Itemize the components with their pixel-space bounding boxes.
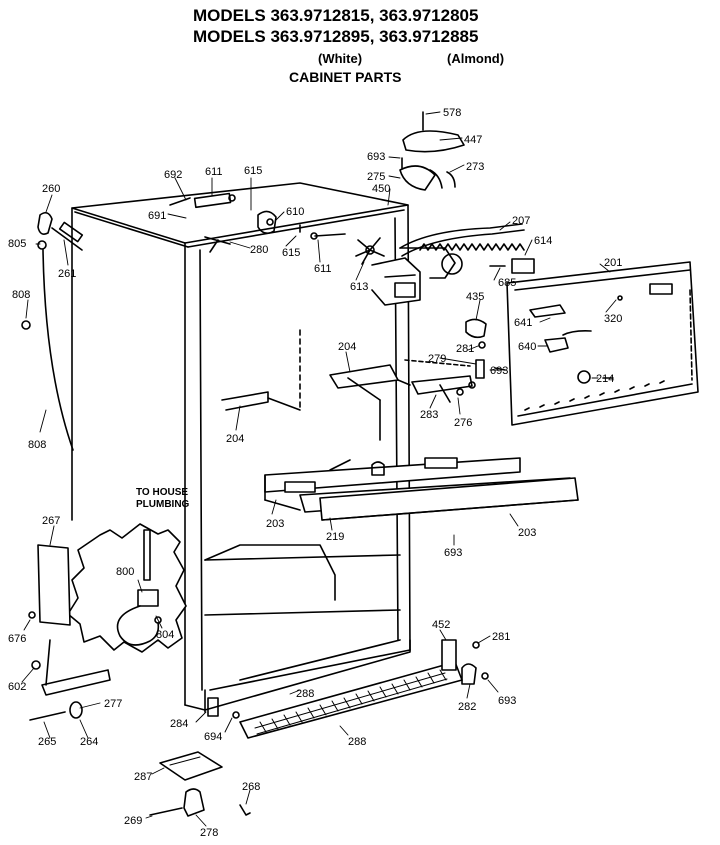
part-label: 800 <box>116 566 134 578</box>
part-label: 281 <box>456 343 474 355</box>
diagram-title: CABINET PARTS <box>289 69 402 85</box>
part-label: 280 <box>250 244 268 256</box>
part-label: 260 <box>42 183 60 195</box>
part-label: 279 <box>428 353 446 365</box>
part-label: 214 <box>596 373 614 385</box>
color-almond: (Almond) <box>447 51 505 66</box>
part-label: 640 <box>518 341 536 353</box>
part-label: 277 <box>104 698 122 710</box>
part-label: 273 <box>466 161 484 173</box>
house-plumbing-note: TO HOUSE <box>136 487 188 498</box>
right-leg-bracket <box>207 639 489 719</box>
part-label: 693 <box>498 695 516 707</box>
part-label: 808 <box>12 289 30 301</box>
house-plumbing-note: PLUMBING <box>136 499 190 510</box>
left-door-hinge <box>21 211 84 451</box>
models-line-1: MODELS 363.9712815, 363.9712805 <box>193 6 479 25</box>
part-label: 203 <box>518 527 536 539</box>
part-label: 693 <box>490 365 508 377</box>
part-label: 204 <box>338 341 356 353</box>
part-label: 261 <box>58 268 76 280</box>
part-label: 685 <box>498 277 516 289</box>
part-labels: 578 447 693 273 275 450 692 611 615 691 … <box>8 107 622 839</box>
part-label: 614 <box>534 235 552 247</box>
part-label: 288 <box>296 688 314 700</box>
part-label: 276 <box>454 417 472 429</box>
part-label: 805 <box>8 238 26 250</box>
part-label: 452 <box>432 619 450 631</box>
part-label: 203 <box>266 518 284 530</box>
fan-blade <box>355 237 385 265</box>
diagram-header: MODELS 363.9712815, 363.9712805 MODELS 3… <box>0 0 720 95</box>
part-label: 450 <box>372 183 390 195</box>
part-label: 694 <box>204 731 222 743</box>
part-label: 201 <box>604 257 622 269</box>
part-label: 288 <box>348 736 366 748</box>
crisper-frame <box>264 457 579 521</box>
part-label: 808 <box>28 439 46 451</box>
part-label: 267 <box>42 515 60 527</box>
part-label: 447 <box>464 134 482 146</box>
side-panel-267 <box>37 544 71 626</box>
part-label: 610 <box>286 206 304 218</box>
part-label: 613 <box>350 281 368 293</box>
part-label: 611 <box>314 263 332 275</box>
part-label: 676 <box>8 633 26 645</box>
part-label: 287 <box>134 771 152 783</box>
part-label: 693 <box>444 547 462 559</box>
rear-panel <box>506 261 699 426</box>
part-label: 804 <box>156 629 174 641</box>
bottom-small-parts <box>149 751 251 817</box>
part-label: 692 <box>164 169 182 181</box>
part-label: 320 <box>604 313 622 325</box>
part-label: 693 <box>367 151 385 163</box>
part-label: 435 <box>466 291 484 303</box>
color-white: (White) <box>318 51 363 66</box>
part-label: 615 <box>244 165 262 177</box>
plumbing-cutaway <box>67 523 187 653</box>
base-grille <box>239 661 463 739</box>
part-label: 269 <box>124 815 142 827</box>
leader-lines <box>21 111 617 827</box>
part-label: 278 <box>200 827 218 839</box>
leveling-leg-left <box>28 611 111 721</box>
part-label: 611 <box>205 166 223 178</box>
evaporator-fan-housing <box>371 223 535 306</box>
models-line-2: MODELS 363.9712895, 363.9712885 <box>193 27 479 46</box>
shelf-brackets <box>221 364 476 441</box>
part-label: 691 <box>148 210 166 222</box>
part-label: 284 <box>170 718 188 730</box>
part-label: 204 <box>226 433 244 445</box>
part-label: 207 <box>512 215 530 227</box>
part-label: 268 <box>242 781 260 793</box>
part-label: 219 <box>326 531 344 543</box>
part-label: 282 <box>458 701 476 713</box>
part-label: 283 <box>420 409 438 421</box>
damper-assembly <box>404 318 506 379</box>
part-label: 615 <box>282 247 300 259</box>
part-label: 264 <box>80 736 98 748</box>
part-label: 275 <box>367 171 385 183</box>
part-label: 265 <box>38 736 56 748</box>
light-housing <box>399 111 465 191</box>
part-label: 281 <box>492 631 510 643</box>
part-label: 602 <box>8 681 26 693</box>
part-label: 641 <box>514 317 532 329</box>
part-label: 578 <box>443 107 461 119</box>
